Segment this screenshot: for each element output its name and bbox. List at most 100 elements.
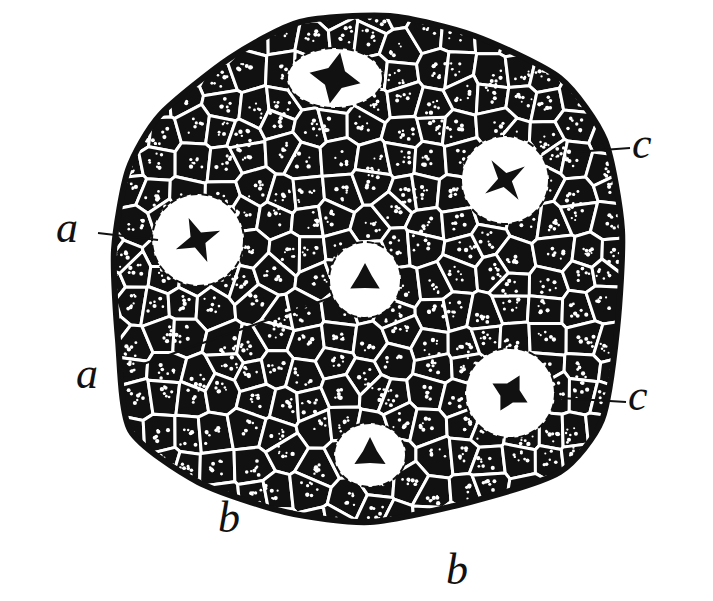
cell-speckle [407, 137, 411, 141]
cell-speckle [168, 333, 172, 337]
cell [589, 0, 650, 29]
cell-speckle [431, 338, 435, 342]
cell-speckle [486, 334, 489, 337]
cell-speckle [133, 302, 135, 304]
cell-speckle [115, 62, 118, 65]
cell-speckle [158, 297, 162, 301]
cell-speckle [241, 135, 243, 137]
cell-speckle [316, 134, 318, 136]
cell-speckle [161, 130, 164, 133]
cell-speckle [229, 15, 232, 18]
cell-speckle [155, 75, 159, 79]
cell-speckle [279, 116, 283, 120]
cell-speckle [218, 131, 221, 134]
cell-speckle [457, 12, 461, 16]
cell-speckle [394, 72, 396, 74]
cell-speckle [124, 251, 128, 255]
cell [203, 0, 242, 33]
cell-speckle [154, 4, 157, 7]
cell-speckle [540, 281, 542, 283]
cell-speckle [611, 137, 613, 139]
cell-speckle [131, 36, 133, 38]
cell-speckle [226, 109, 230, 113]
cell-speckle [229, 8, 232, 11]
cell-speckle [157, 162, 160, 165]
cell-speckle [608, 70, 611, 73]
cell [532, 15, 569, 57]
cell-speckle [230, 355, 234, 359]
cell-speckle [307, 312, 310, 315]
cell-speckle [429, 217, 433, 221]
cell-speckle [177, 12, 180, 15]
cell-speckle [515, 6, 518, 9]
cell-speckle [178, 16, 181, 19]
cell-speckle [517, 9, 520, 12]
cell-speckle [202, 385, 206, 389]
cell-speckle [190, 71, 193, 74]
cell-speckle [154, 143, 156, 145]
cell-speckle [412, 133, 415, 136]
cell-speckle [580, 309, 583, 312]
cell-speckle [157, 190, 160, 193]
cell [445, 0, 480, 20]
cell-speckle [548, 362, 552, 366]
cell-speckle [579, 339, 583, 343]
cell-speckle [541, 39, 543, 41]
cell-speckle [421, 162, 425, 166]
cell-speckle [496, 273, 499, 276]
cell-speckle [506, 258, 510, 262]
cell-speckle [596, 275, 598, 277]
cell-speckle [424, 238, 428, 242]
cell-speckle [155, 65, 159, 69]
cell-speckle [215, 381, 219, 385]
cell-speckle [433, 105, 436, 108]
cell-speckle [404, 293, 408, 297]
cell-speckle [581, 267, 584, 270]
cell-speckle [93, 113, 96, 116]
cell-speckle [516, 10, 520, 14]
cell-speckle [134, 354, 137, 357]
cell-speckle [165, 339, 169, 343]
cell-speckle [123, 105, 126, 108]
cell-speckle [573, 311, 577, 315]
cell-speckle [101, 164, 104, 167]
cell-speckle [111, 34, 113, 36]
cell-speckle [530, 225, 532, 227]
cell-speckle [240, 63, 242, 65]
cell-speckle [457, 301, 461, 305]
cell-speckle [606, 14, 609, 17]
cell-speckle [607, 185, 611, 189]
cell-speckle [87, 102, 90, 105]
cell-speckle [547, 41, 550, 44]
cell-speckle [188, 33, 190, 35]
cell-speckle [302, 410, 306, 414]
cell-speckle [309, 4, 312, 7]
cell-speckle [302, 251, 304, 253]
cell-speckle [303, 253, 306, 256]
cell-speckle [610, 135, 614, 139]
cell-speckle [300, 190, 304, 194]
cell-speckle [273, 209, 275, 211]
cell-speckle [555, 147, 559, 151]
cell-speckle [428, 311, 431, 314]
cell-speckle [370, 104, 372, 106]
cell-speckle [184, 16, 187, 19]
cell-speckle [187, 326, 189, 328]
cell-speckle [344, 26, 348, 30]
cell-speckle [487, 89, 489, 91]
cell-speckle [436, 100, 438, 102]
cell-speckle [573, 6, 576, 9]
cell-speckle [420, 185, 424, 189]
cell [176, 17, 213, 52]
cell-speckle [567, 208, 570, 211]
cell-speckle [275, 193, 277, 195]
cell-speckle [127, 388, 131, 392]
cell-speckle [385, 356, 389, 360]
cell-speckle [585, 271, 588, 274]
cell-speckle [253, 295, 257, 299]
cell-speckle [131, 188, 133, 190]
cell-speckle [223, 195, 226, 198]
cell-speckle [225, 168, 228, 171]
cell-speckle [569, 117, 573, 121]
cell-speckle [260, 113, 262, 115]
